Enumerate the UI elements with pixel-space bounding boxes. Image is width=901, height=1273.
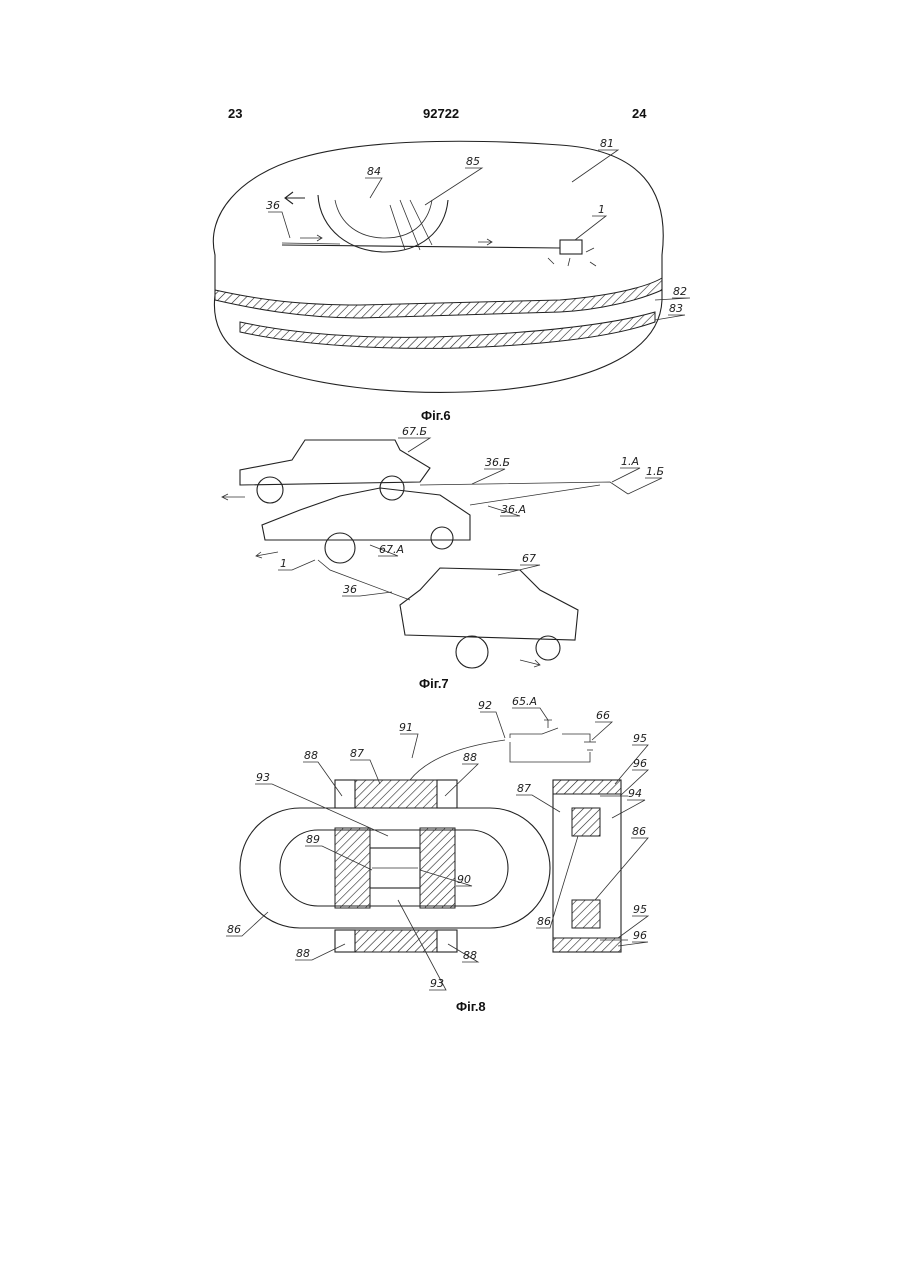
fig6-label-81: 81 [600, 137, 614, 150]
fig8-label-96-bottom: 96 [633, 929, 647, 942]
fig8-label-66: 66 [596, 709, 610, 722]
fig6-label-84: 84 [367, 165, 381, 178]
figure-7-drawing: 67.Б 36.Б 1.А 1.Б 36.А 67.А 1 67 36 [222, 425, 664, 668]
fig8-label-92: 92 [478, 699, 492, 712]
fig8-label-86-side-bottom: 86 [537, 915, 551, 928]
fig8-label-93-bottom: 93 [430, 977, 444, 990]
figure-6-drawing: 81 84 85 36 1 82 83 [213, 137, 690, 392]
figure-8-drawing: 92 65.А 66 91 95 96 88 87 88 94 93 87 89… [226, 695, 648, 990]
fig8-label-86: 86 [227, 923, 241, 936]
figure-8-caption: Фіг.8 [456, 999, 486, 1014]
fig8-label-91: 91 [399, 721, 413, 734]
fig7-label-1a: 1.А [621, 455, 639, 468]
fig8-label-88-tr: 88 [463, 751, 477, 764]
fig8-label-94: 94 [628, 787, 642, 800]
fig8-label-89: 89 [306, 833, 320, 846]
fig8-label-86-side-top: 86 [632, 825, 646, 838]
fig8-label-88-br: 88 [463, 949, 477, 962]
fig7-label-67a: 67.А [379, 543, 404, 556]
fig6-label-83: 83 [669, 302, 683, 315]
fig8-label-65a: 65.А [512, 695, 537, 708]
fig7-label-1b: 1.Б [646, 465, 664, 478]
fig8-label-87-top: 87 [350, 747, 364, 760]
fig8-label-88-tl: 88 [304, 749, 318, 762]
fig8-label-87-side: 87 [517, 782, 531, 795]
fig8-label-88-bl: 88 [296, 947, 310, 960]
fig7-label-36: 36 [343, 583, 357, 596]
fig8-label-96-top: 96 [633, 757, 647, 770]
fig8-label-93-top: 93 [256, 771, 270, 784]
fig8-label-95-bottom: 95 [633, 903, 647, 916]
fig7-label-36b: 36.Б [485, 456, 510, 469]
fig6-label-85: 85 [466, 155, 480, 168]
fig6-label-1: 1 [598, 203, 605, 216]
figure-6-caption: Фіг.6 [421, 408, 451, 423]
fig7-label-36a: 36.А [501, 503, 526, 516]
figure-7-caption: Фіг.7 [419, 676, 449, 691]
fig8-label-95-top: 95 [633, 732, 647, 745]
fig8-label-90: 90 [457, 873, 471, 886]
fig7-label-67: 67 [522, 552, 536, 565]
fig6-label-36: 36 [266, 199, 280, 212]
fig6-label-82: 82 [673, 285, 687, 298]
fig7-label-1: 1 [280, 557, 287, 570]
fig7-label-67b: 67.Б [402, 425, 427, 438]
